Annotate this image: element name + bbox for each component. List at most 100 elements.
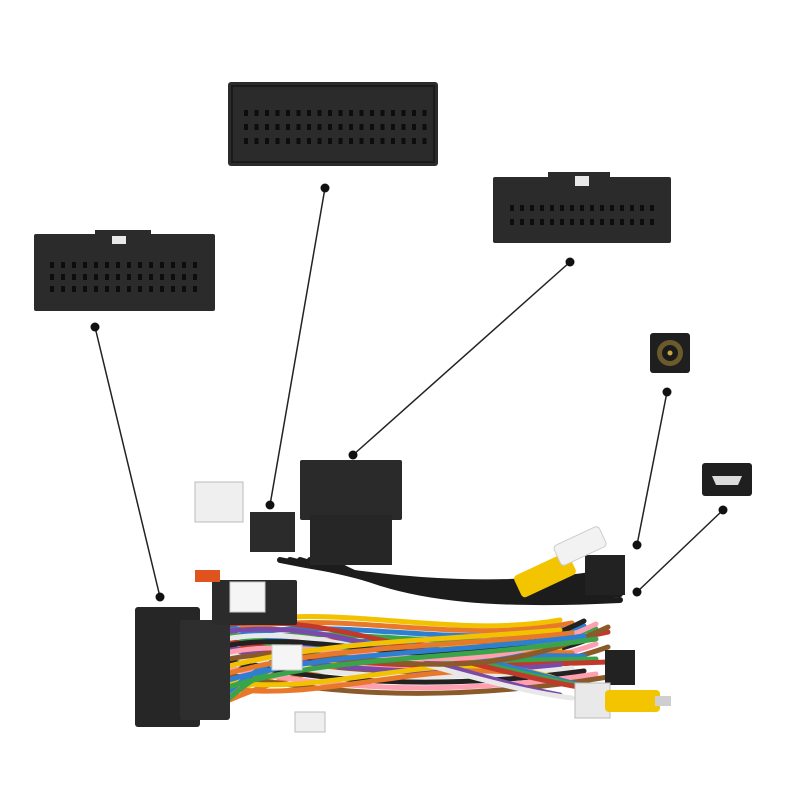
pin-hole — [182, 262, 186, 268]
pin-hole — [50, 274, 54, 280]
pin-hole — [275, 124, 280, 130]
wire — [222, 627, 563, 670]
pin-hole — [359, 124, 364, 130]
pin-hole — [338, 110, 343, 116]
pin-hole — [380, 124, 385, 130]
pin-hole — [640, 219, 644, 225]
pin-hole — [105, 286, 109, 292]
pin-hole — [610, 205, 614, 211]
pin-hole — [580, 219, 584, 225]
pin-hole — [50, 286, 54, 292]
pin-hole — [338, 124, 343, 130]
pin-hole — [138, 262, 142, 268]
pin-hole — [422, 110, 427, 116]
pin-hole — [401, 110, 406, 116]
pin-hole — [61, 286, 65, 292]
sticker — [229, 581, 266, 613]
pin-hole — [83, 262, 87, 268]
wire — [222, 636, 599, 691]
pin-hole — [412, 110, 416, 116]
pin-hole — [328, 110, 332, 116]
pin-hole — [370, 124, 374, 130]
usb-port-icon — [702, 463, 752, 496]
pin-hole — [61, 274, 65, 280]
pin-hole — [412, 138, 416, 144]
pin-hole — [244, 124, 248, 130]
pin-hole — [650, 205, 654, 211]
pin-hole — [182, 286, 186, 292]
pin-hole — [116, 286, 120, 292]
pin-hole — [422, 138, 427, 144]
pin-hole — [94, 262, 98, 268]
pin-hole — [254, 138, 259, 144]
pin-hole — [510, 205, 514, 211]
wire-bundle — [222, 557, 623, 705]
sticker — [271, 644, 303, 671]
top-right-connector — [493, 172, 671, 243]
pin-hole — [610, 219, 614, 225]
pin-hole — [550, 219, 554, 225]
pin-hole — [630, 219, 634, 225]
pin-hole — [149, 286, 153, 292]
pin-hole — [286, 124, 290, 130]
pin-hole — [570, 205, 574, 211]
pin-hole — [380, 110, 385, 116]
pin-hole — [127, 286, 131, 292]
pin-hole — [630, 205, 634, 211]
pin-hole — [349, 110, 353, 116]
pin-hole — [307, 110, 311, 116]
pin-hole — [127, 274, 131, 280]
pin-hole — [105, 262, 109, 268]
wire — [222, 671, 611, 696]
pin-hole — [317, 110, 322, 116]
pin-hole — [401, 124, 406, 130]
wire — [222, 630, 575, 677]
pin-hole — [510, 219, 514, 225]
pin-hole — [61, 262, 65, 268]
wire — [327, 557, 623, 606]
pin-hole — [307, 124, 311, 130]
top-center-connector — [228, 82, 438, 166]
pin-hole — [370, 138, 374, 144]
pin-hole — [116, 274, 120, 280]
pin-hole — [328, 124, 332, 130]
pin-hole — [520, 219, 524, 225]
pin-hole — [391, 124, 395, 130]
pin-hole — [72, 274, 76, 280]
pin-hole — [244, 138, 248, 144]
rca-plugs — [514, 526, 671, 712]
pin-hole — [127, 262, 131, 268]
pin-hole — [317, 138, 322, 144]
pin-hole — [50, 262, 54, 268]
pin-hole — [182, 274, 186, 280]
pin-hole — [590, 205, 594, 211]
pin-hole — [72, 262, 76, 268]
pin-hole — [600, 205, 604, 211]
pin-hole — [359, 138, 364, 144]
pin-hole — [160, 286, 164, 292]
pin-hole — [391, 138, 395, 144]
wire — [222, 624, 611, 667]
pin-hole — [83, 274, 87, 280]
pin-hole — [560, 205, 564, 211]
pin-hole — [560, 219, 564, 225]
pin-hole — [349, 138, 353, 144]
pin-hole — [254, 110, 259, 116]
pin-hole — [650, 219, 654, 225]
pin-hole — [116, 262, 120, 268]
pin-hole — [72, 286, 76, 292]
pin-hole — [530, 219, 534, 225]
pin-hole — [550, 205, 554, 211]
wire — [222, 633, 587, 684]
pin-hole — [265, 124, 269, 130]
pin-hole — [580, 205, 584, 211]
pin-hole — [193, 286, 197, 292]
antenna-jack-icon — [650, 333, 690, 373]
callout-lines — [90, 183, 728, 602]
pin-hole — [254, 124, 259, 130]
harness-main-connectors — [135, 460, 635, 733]
pin-hole — [105, 274, 109, 280]
pin-hole — [296, 110, 301, 116]
pin-hole — [359, 110, 364, 116]
